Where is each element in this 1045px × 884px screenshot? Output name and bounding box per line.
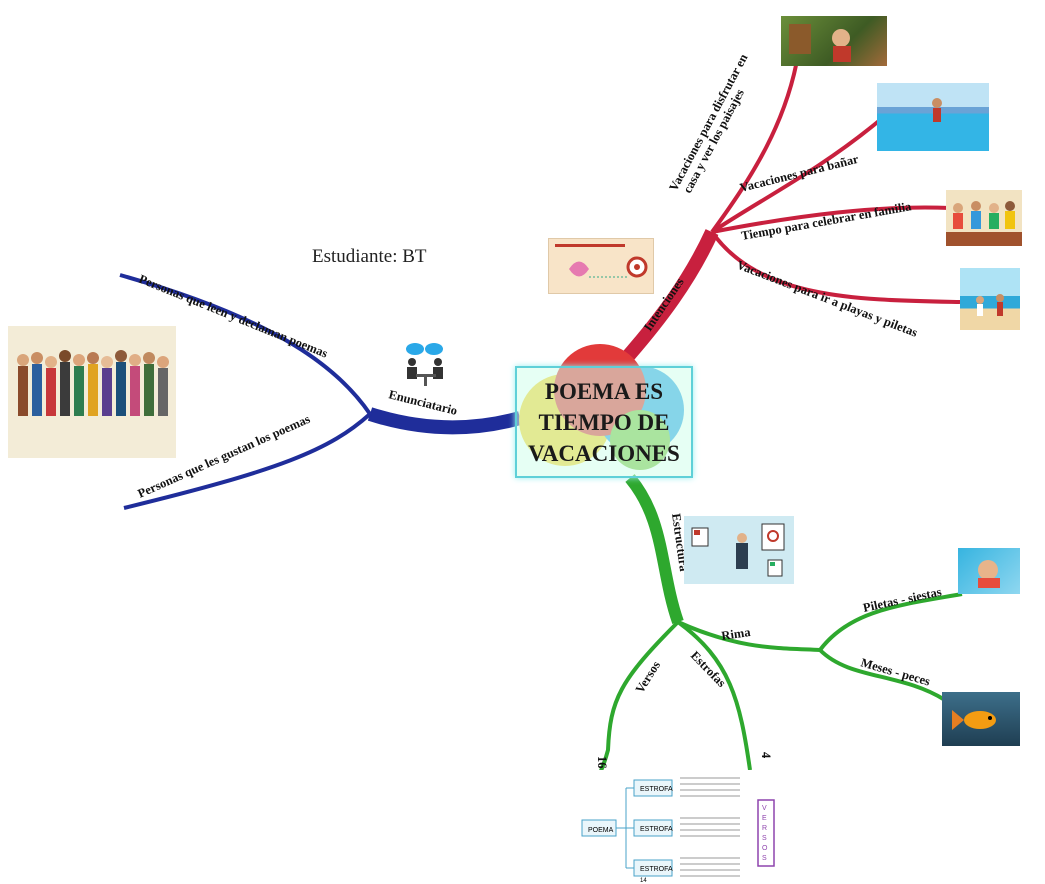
- label-enunciatario: Enunciatario: [387, 387, 458, 418]
- side-letter-4: S: [762, 835, 767, 842]
- intentions-card-image: [548, 238, 654, 294]
- label-estrofas-value: 4: [759, 752, 773, 759]
- side-letter-1: V: [762, 805, 767, 812]
- branch-enunciatario: [367, 407, 522, 435]
- pool-image: [877, 83, 989, 151]
- side-letter-6: S: [762, 855, 767, 862]
- meeting-icon: [406, 343, 443, 386]
- label-intenciones-child-2: Vacaciones para bañar: [738, 152, 860, 195]
- pool-nap-image: [958, 548, 1020, 594]
- people-image: [8, 326, 176, 458]
- label-piletas: Piletas - siestas: [862, 585, 943, 615]
- family-celebration-image: [946, 190, 1022, 246]
- chart-footer: 14: [640, 878, 647, 882]
- branch-estructura: [625, 474, 684, 624]
- label-intenciones-child-1a: Vacaciones para disfrutar en: [666, 52, 750, 194]
- stanza-text-1: ESTROFA: [640, 786, 673, 793]
- branch-intenciones: [617, 229, 719, 367]
- side-letter-2: E: [762, 815, 767, 822]
- presentation-image: [684, 516, 794, 584]
- stanza-text-2: ESTROFA: [640, 826, 673, 833]
- poem-structure-chart: POEMA ESTROFA ESTROFA ESTROFA V E R S O …: [580, 770, 780, 882]
- label-rima: Rima: [720, 625, 752, 643]
- student-label: Estudiante: BT: [312, 246, 427, 267]
- home-scenery-image: [781, 16, 887, 66]
- center-line-3: VACACIONES: [528, 441, 680, 466]
- center-line-2: TIEMPO DE: [538, 410, 670, 435]
- side-letter-5: O: [762, 845, 768, 852]
- goldfish-image: [942, 692, 1020, 746]
- center-line-1: POEMA ES: [544, 379, 664, 404]
- central-topic[interactable]: POEMA ES TIEMPO DE VACACIONES: [515, 366, 693, 478]
- beach-image: [960, 268, 1020, 330]
- poem-root-text: POEMA: [588, 827, 614, 834]
- side-letter-3: R: [762, 825, 767, 832]
- label-versos-value: 16: [595, 756, 609, 769]
- stanza-text-3: ESTROFA: [640, 866, 673, 873]
